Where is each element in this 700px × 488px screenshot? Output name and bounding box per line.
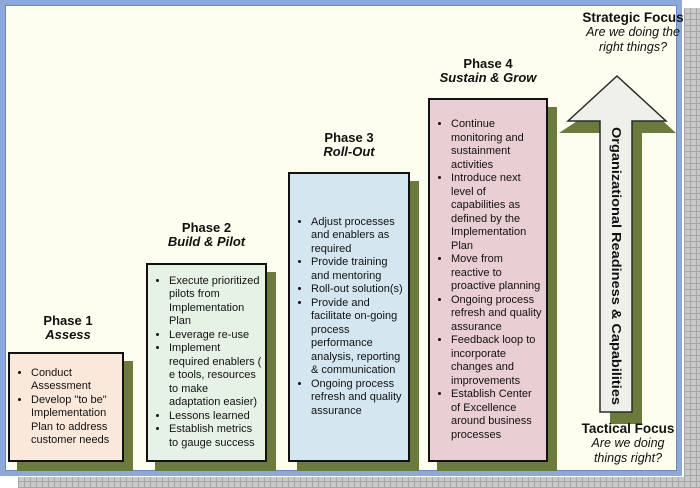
strategic-focus-line2: right things?	[598, 40, 668, 54]
phase-4-subtitle: Sustain & Grow	[439, 70, 537, 85]
tactical-focus-line1: Are we doing	[591, 436, 665, 450]
phase-3-title-text: Phase 3	[324, 130, 374, 145]
frame-shadow-bottom	[18, 477, 700, 488]
bullet-item: Develop "to be" Implementation Plan to a…	[31, 394, 119, 448]
bullet-item: Ongoing process refresh and quality assu…	[311, 378, 405, 419]
bullet-item: Conduct Assessment	[31, 367, 119, 394]
phase-1-bullet-list: Conduct Assessment Develop "to be" Imple…	[10, 367, 122, 448]
phase-2-title: Phase 2 Build & Pilot	[146, 221, 267, 249]
bullet-item: Provide training and mentoring	[311, 256, 405, 283]
tactical-focus-caption: Tactical Focus Are we doing things right…	[566, 421, 690, 466]
frame-shadow-right	[684, 8, 700, 488]
bullet-item: Lessons learned	[169, 410, 262, 424]
phase-4-title-text: Phase 4	[463, 56, 513, 71]
bullet-item: Continue monitoring and sustainment acti…	[451, 118, 543, 172]
phase-3-box: Adjust processes and enablers as require…	[288, 172, 410, 462]
bullet-item: Roll-out solution(s)	[311, 283, 405, 297]
bullet-item: Move from reactive to proactive planning	[451, 253, 543, 294]
phase-1-title-text: Phase 1	[43, 313, 93, 328]
bullet-item: Establish metrics to gauge success	[169, 423, 262, 450]
phase-2-title-text: Phase 2	[181, 220, 232, 235]
phase-1-box: Conduct Assessment Develop "to be" Imple…	[8, 352, 124, 462]
bullet-item: Execute prioritized pilots from Implemen…	[169, 275, 262, 329]
bullet-item: Provide and facilitate on-going process …	[311, 297, 405, 378]
phase-4-box: Continue monitoring and sustainment acti…	[428, 98, 548, 462]
phase-4-title: Phase 4 Sustain & Grow	[428, 57, 548, 85]
phase-2-subtitle: Build & Pilot	[167, 234, 246, 249]
phase-3-title: Phase 3 Roll-Out	[288, 131, 410, 159]
bullet-item: Implement required enablers ( e tools, r…	[169, 342, 262, 410]
phase-4-bullet-list: Continue monitoring and sustainment acti…	[430, 118, 546, 442]
phase-2-bullet-list: Execute prioritized pilots from Implemen…	[148, 275, 265, 451]
bullet-item: Leverage re-use	[169, 329, 262, 343]
phase-3-subtitle: Roll-Out	[323, 144, 375, 159]
strategic-focus-caption: Strategic Focus Are we doing the right t…	[571, 10, 695, 55]
strategic-focus-line1: Are we doing the	[586, 25, 680, 39]
tactical-focus-title: Tactical Focus	[581, 421, 675, 436]
bullet-item: Feedback loop to incorporate changes and…	[451, 334, 543, 388]
strategic-focus-title: Strategic Focus	[582, 10, 684, 25]
phase-3-bullet-list: Adjust processes and enablers as require…	[290, 216, 408, 419]
bullet-item: Adjust processes and enablers as require…	[311, 216, 405, 257]
bullet-item: Establish Center of Excellence around bu…	[451, 388, 543, 442]
bullet-item: Introduce next level of capabilities as …	[451, 172, 543, 253]
tactical-focus-line2: things right?	[593, 451, 663, 465]
bullet-item: Ongoing process refresh and quality assu…	[451, 294, 543, 335]
phase-1-subtitle: Assess	[45, 327, 91, 342]
phase-2-box: Execute prioritized pilots from Implemen…	[146, 263, 267, 462]
phase-1-title: Phase 1 Assess	[10, 314, 126, 342]
